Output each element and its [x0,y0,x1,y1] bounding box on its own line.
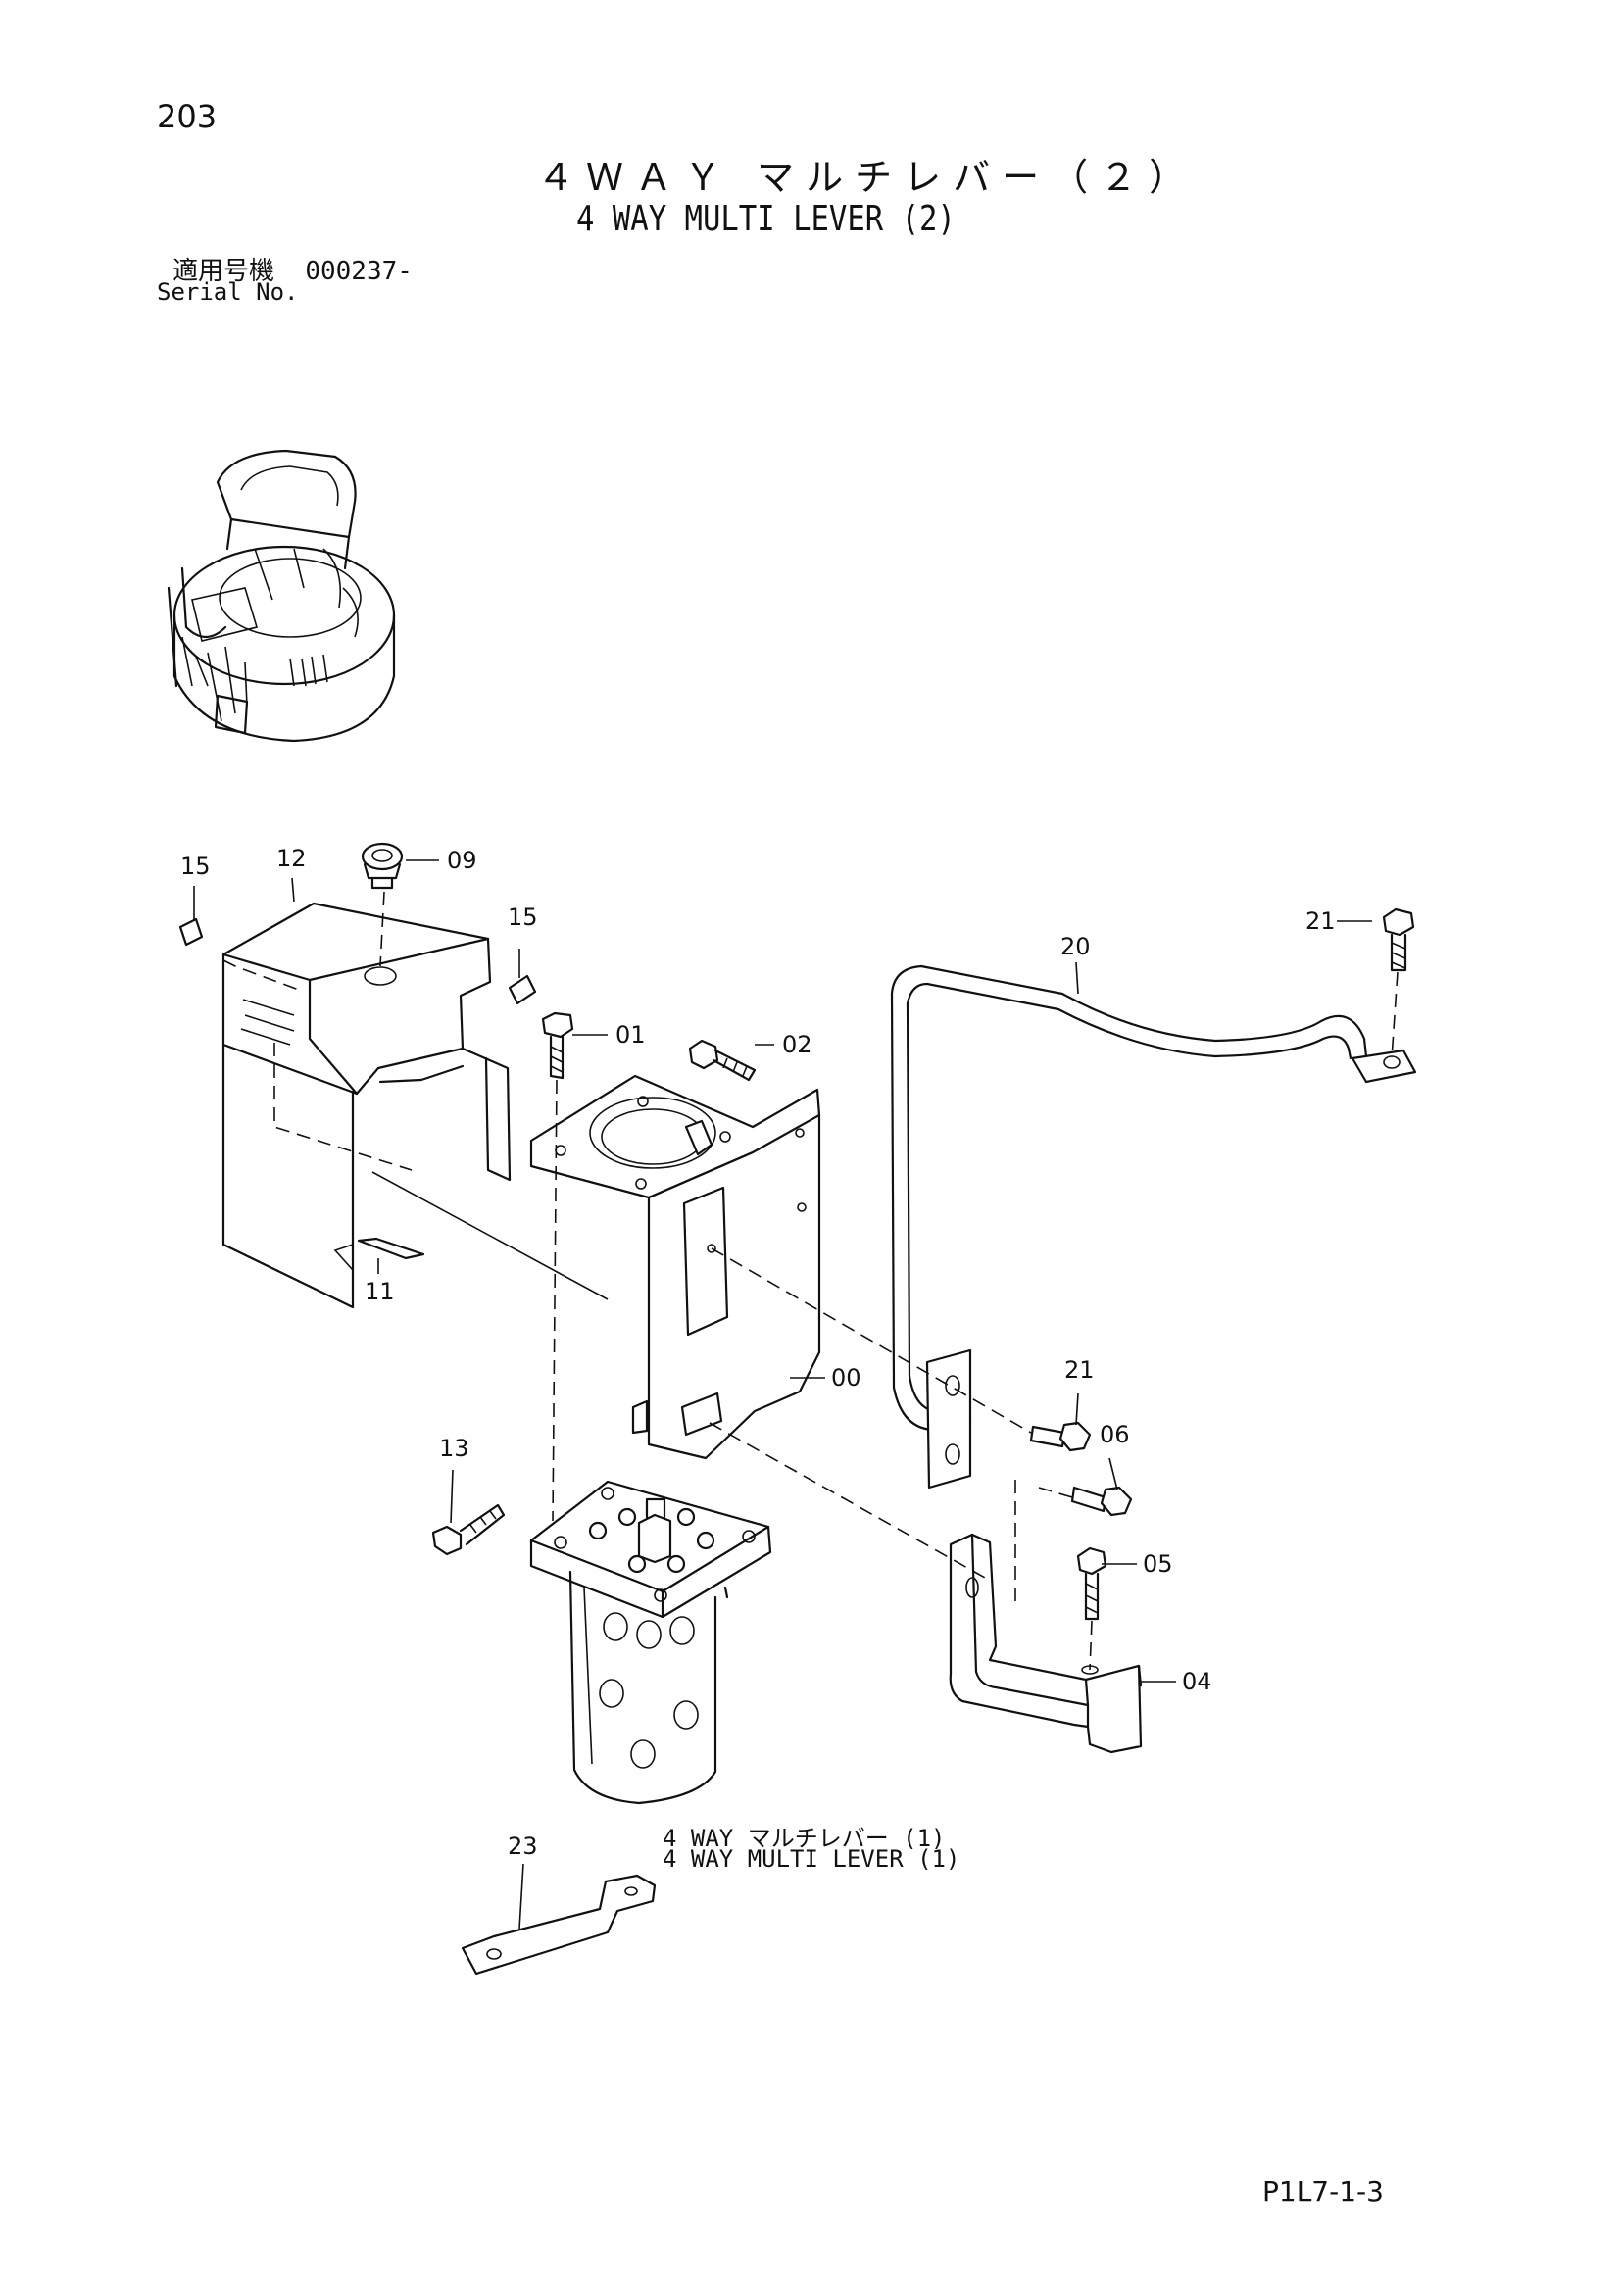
part-11-strip [357,1237,425,1260]
part-13-bolt [431,1503,506,1556]
serial-value: 000237- [305,257,413,286]
part-06-bolt [1070,1486,1133,1517]
assembly-center-lines [222,891,1399,1671]
leader-lines [193,859,1372,1930]
part-21-bolt-upper [1382,907,1415,972]
part-21-bolt-lower [1029,1421,1092,1452]
reference-note-japanese: 4 WAY マルチレバー (1) [663,1825,946,1852]
part-15-pad-right [508,974,537,1005]
multi-lever-valve-reference [529,1480,772,1805]
callout-11: 11 [365,1278,395,1305]
callout-09: 09 [447,847,477,874]
part-02-bolt [688,1039,757,1082]
callout-15-right: 15 [508,904,538,931]
part-23-plate [461,1874,657,1976]
page-title-english: 4 WAY MULTI LEVER (2) [576,199,956,239]
part-04-stay [949,1533,1143,1754]
callout-23: 23 [508,1832,538,1860]
part-12-cover [221,902,512,1309]
part-00-bracket [529,1074,821,1460]
callout-12: 12 [276,845,307,872]
page-title-japanese: ４ＷＡＹ マルチレバー（２） [537,156,1199,199]
reference-note-english: 4 WAY MULTI LEVER (1) [663,1845,960,1873]
callout-21-lower: 21 [1064,1356,1095,1384]
callout-20: 20 [1060,933,1091,960]
part-20-pipe-guard [890,964,1417,1490]
serial-label-japanese: 適用号機 [172,257,275,286]
page-number: 203 [157,98,218,135]
serial-applicability: 適用号機 000237- [172,251,413,287]
serial-label-english: Serial No. [157,278,299,306]
callout-06: 06 [1100,1421,1130,1448]
machine-overview-thumbnail [167,449,396,743]
drawing-code: P1L7-1-3 [1262,2175,1384,2208]
callout-04: 04 [1182,1668,1212,1695]
callout-02: 02 [782,1031,812,1058]
callout-15-left: 15 [180,853,211,880]
callout-21-upper: 21 [1305,907,1336,935]
callout-01: 01 [615,1021,646,1049]
part-05-bolt [1076,1546,1107,1621]
part-15-pad-left [178,917,204,947]
callout-13: 13 [439,1435,469,1462]
part-09-grommet [361,842,404,890]
callout-00: 00 [831,1364,861,1392]
callout-05: 05 [1143,1550,1173,1578]
part-01-bolt [541,1011,574,1080]
